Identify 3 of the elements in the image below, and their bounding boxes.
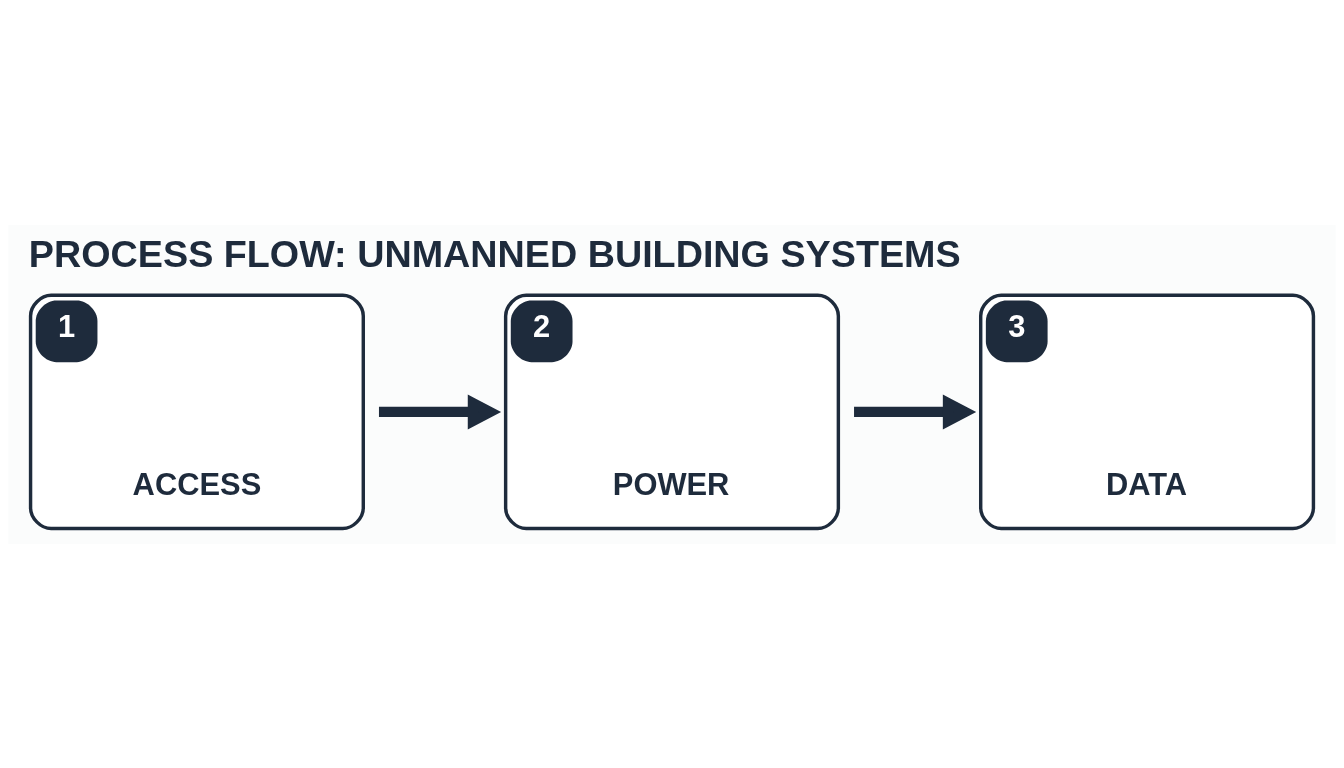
diagram-title: PROCESS FLOW: UNMANNED BUILDING SYSTEMS [28,232,961,275]
arrow [378,393,502,429]
arrow [854,393,977,429]
